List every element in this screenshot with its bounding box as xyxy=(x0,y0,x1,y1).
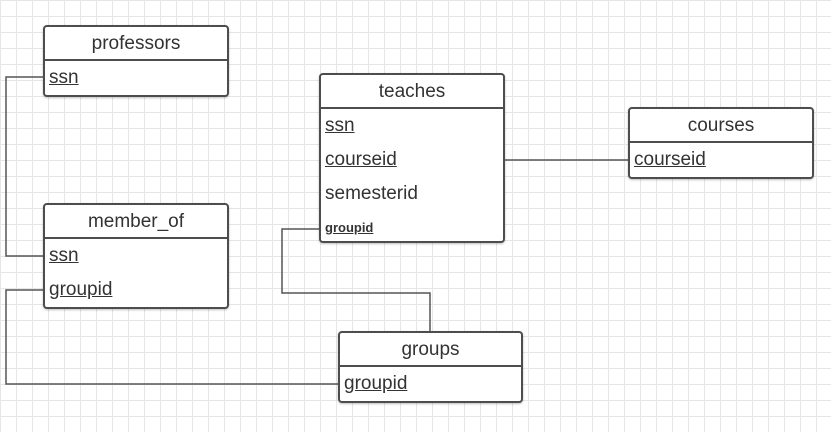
link-member-of-groupid-groups-groupid xyxy=(5,289,340,385)
link-teaches-groupid-groups xyxy=(281,228,431,332)
field-courseid: courseid xyxy=(325,149,397,170)
field-ssn: ssn xyxy=(49,67,79,88)
field-groupid: groupid xyxy=(49,279,113,300)
link-professors-ssn-member-of-ssn xyxy=(5,76,44,257)
field-courseid: courseid xyxy=(634,149,706,170)
entity-title: courses xyxy=(630,109,812,143)
field-semesterid: semesterid xyxy=(325,183,418,204)
entity-title: groups xyxy=(340,333,521,367)
field-ssn: ssn xyxy=(49,245,79,266)
field-ssn: ssn xyxy=(325,115,355,136)
field-groupid: groupid xyxy=(325,220,374,235)
entity-groups[interactable]: groups groupid xyxy=(338,331,523,403)
entity-title: member_of xyxy=(45,205,227,239)
entity-title: teaches xyxy=(321,75,503,109)
field-groupid: groupid xyxy=(344,373,408,394)
entity-teaches[interactable]: teaches ssn courseid semesterid groupid xyxy=(319,73,505,243)
entity-member-of[interactable]: member_of ssn groupid xyxy=(43,203,229,309)
entity-title: professors xyxy=(45,27,227,61)
entity-courses[interactable]: courses courseid xyxy=(628,107,814,179)
entity-professors[interactable]: professors ssn xyxy=(43,25,229,97)
